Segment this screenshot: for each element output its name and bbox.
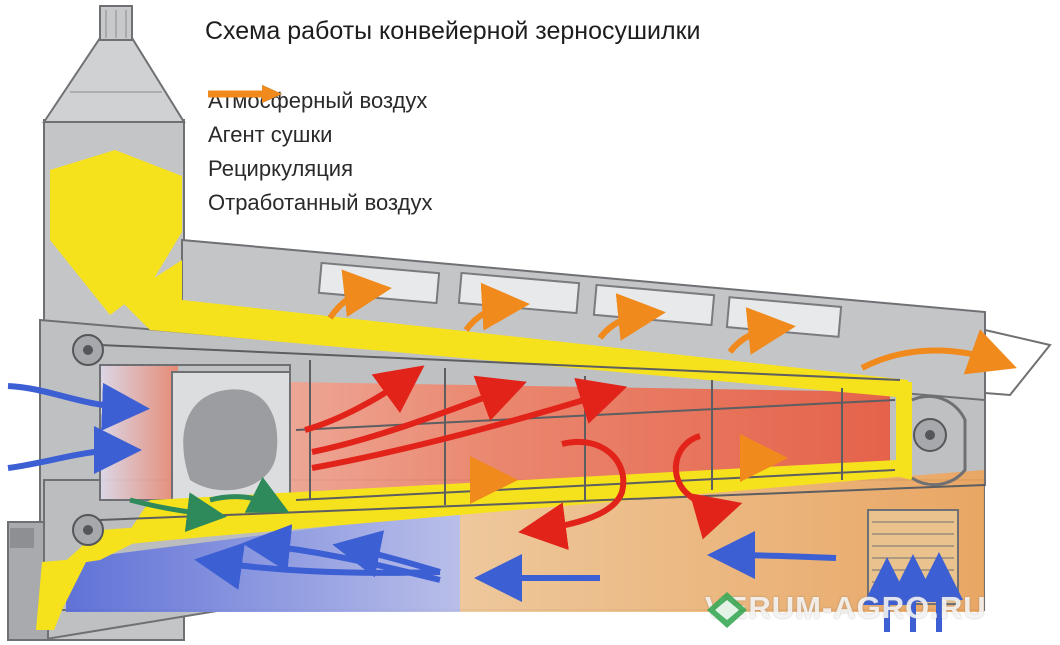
- legend-label: Рециркуляция: [208, 156, 353, 182]
- legend-item-recirculation: Рециркуляция: [208, 152, 432, 186]
- legend: Атмосферный воздух Агент сушки Рециркуля…: [208, 84, 432, 220]
- diagram-title: Схема работы конвейерной зерносушилки: [205, 17, 701, 46]
- legend-label: Агент сушки: [208, 122, 332, 148]
- watermark: VERUM-AGRO.RU: [705, 590, 987, 626]
- arrow-icon: [208, 84, 282, 104]
- legend-item-exhaust-air: Отработанный воздух: [208, 186, 432, 220]
- fan-chamber: [172, 372, 290, 500]
- verum-logo-icon: [705, 590, 749, 630]
- legend-label: Отработанный воздух: [208, 190, 432, 216]
- chain-drive-upper-left: [73, 335, 103, 365]
- legend-item-drying-agent: Агент сушки: [208, 118, 432, 152]
- chain-drive-lower-left: [73, 515, 103, 545]
